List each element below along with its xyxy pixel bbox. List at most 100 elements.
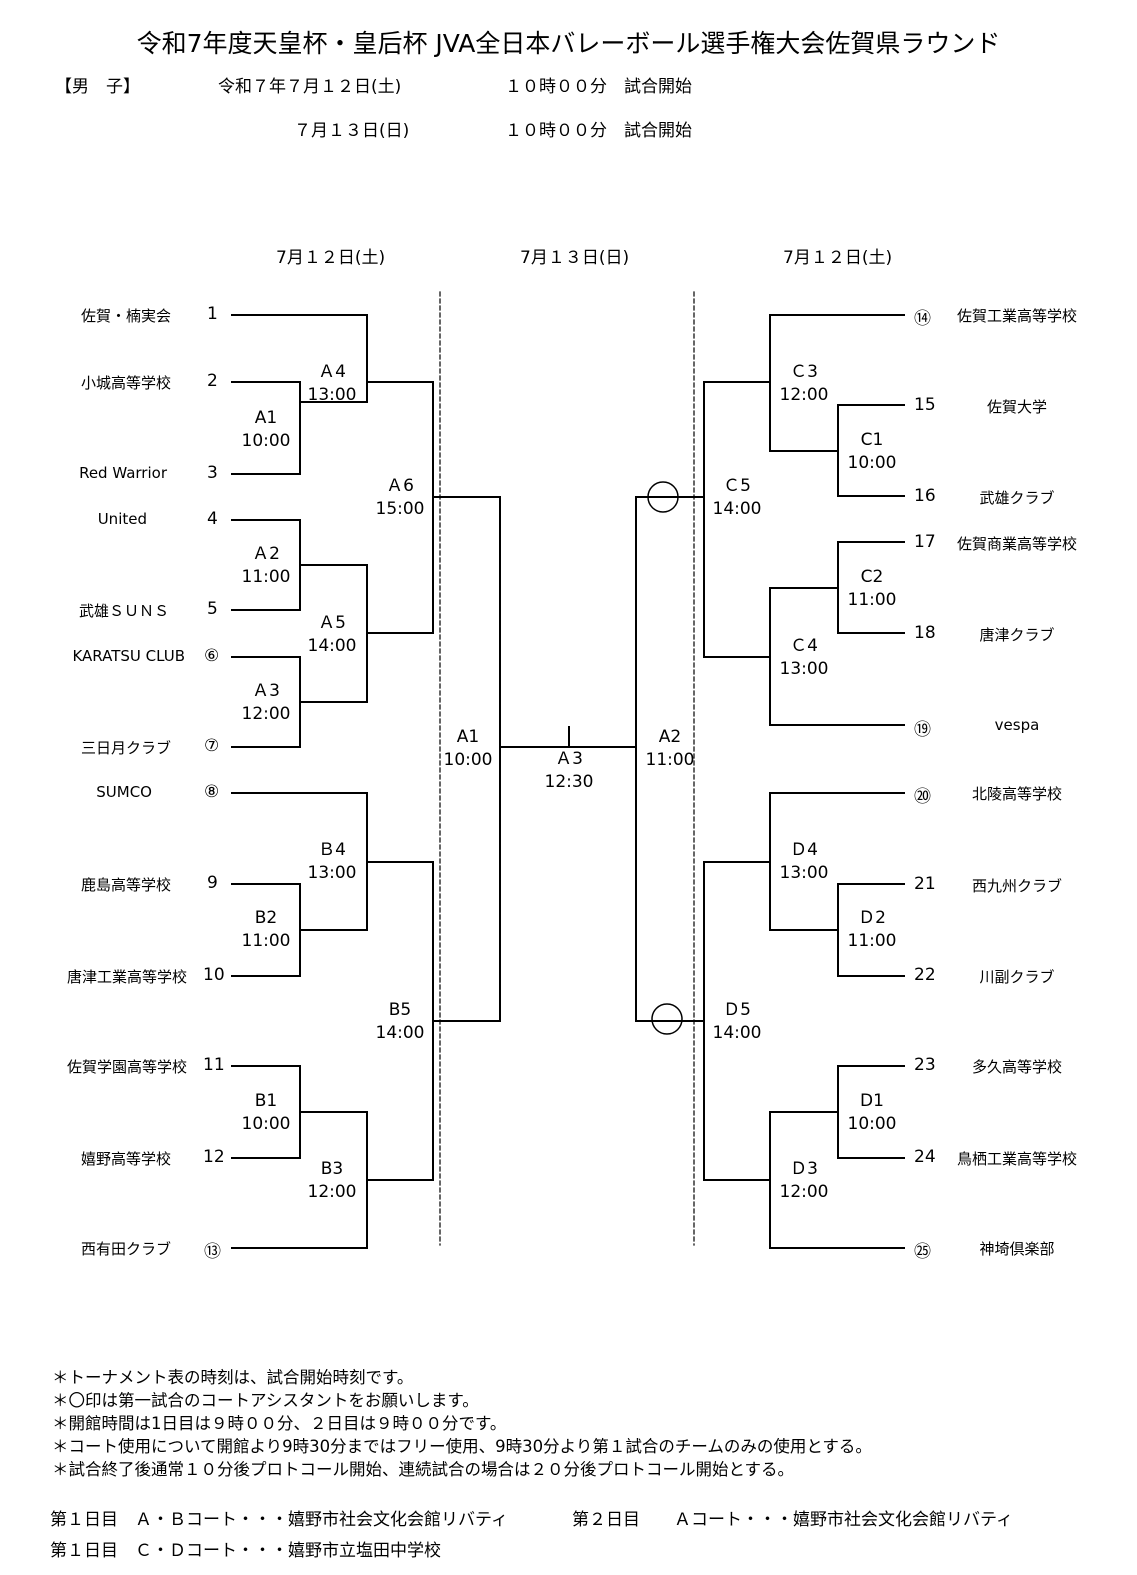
day1-date: 令和７年７月１２日(土) <box>218 77 402 97</box>
match-time: 13:00 <box>779 863 829 883</box>
team-name: 神埼倶楽部 <box>979 1240 1055 1258</box>
seed-number: 17 <box>914 532 936 552</box>
match-time: 10:00 <box>847 1114 897 1134</box>
match-label: Ａ4 <box>318 362 346 382</box>
match-c3: Ｃ3 12:00 <box>774 361 834 407</box>
team-name: 鳥栖工業高等学校 <box>956 1150 1077 1168</box>
column-date-center: 7月１３日(日) <box>520 248 630 268</box>
match-time: 13:00 <box>307 863 357 883</box>
match-label: D1 <box>860 1091 884 1111</box>
match-label: Ｄ2 <box>858 908 886 928</box>
note-3: ＊開館時間は1日目は９時００分、２日目は９時００分です。 <box>52 1414 507 1433</box>
team-name: 三日月クラブ <box>80 739 171 757</box>
team-name: 佐賀・楠実会 <box>80 307 171 325</box>
match-label: Ｃ5 <box>723 476 751 496</box>
match-time: 14:00 <box>307 636 357 656</box>
match-label: B5 <box>388 1000 412 1020</box>
match-label: Ｄ5 <box>723 1000 751 1020</box>
bracket-line-final-a2 <box>568 496 637 1022</box>
court-assistant-marker-c5 <box>647 481 679 513</box>
bracket-line-b4 <box>231 792 434 931</box>
match-time: 10:00 <box>241 431 291 451</box>
match-label: Ａ3 <box>252 681 280 701</box>
match-time: 13:00 <box>779 659 829 679</box>
match-time: 11:00 <box>241 931 291 951</box>
match-a3: Ａ3 12:00 <box>236 680 296 726</box>
team-name: 北陵高等学校 <box>971 785 1062 803</box>
day2-date: ７月１３日(日) <box>294 121 410 141</box>
match-d1: D1 10:00 <box>842 1090 902 1136</box>
team-name: 西九州クラブ <box>971 877 1062 895</box>
team-name: 西有田クラブ <box>80 1240 171 1258</box>
match-d2: Ｄ2 11:00 <box>842 907 902 953</box>
match-label: C2 <box>860 567 884 587</box>
bracket-line-d4 <box>703 792 905 931</box>
match-time: 11:00 <box>241 567 291 587</box>
team-name: 川副クラブ <box>979 968 1055 986</box>
court-assistant-marker-d5 <box>651 1003 683 1035</box>
match-time: 12:30 <box>544 772 594 792</box>
match-label: C1 <box>860 430 884 450</box>
team-name: 武雄ＳＵＮＳ <box>78 602 169 620</box>
seed-number: 10 <box>203 965 225 985</box>
seed-number: 18 <box>914 623 936 643</box>
seed-number: ㉕ <box>914 1242 931 1262</box>
seed-number: ⑥ <box>204 646 220 666</box>
column-date-left: 7月１２日(土) <box>276 248 386 268</box>
team-name: 唐津工業高等学校 <box>66 968 187 986</box>
match-time: 12:00 <box>241 704 291 724</box>
seed-number: ⑦ <box>204 736 220 756</box>
team-name: United <box>97 510 147 528</box>
team-name: 佐賀工業高等学校 <box>956 307 1077 325</box>
match-label: Ａ6 <box>386 476 414 496</box>
venue-day2-a: 第２日目 Ａコート・・・嬉野市社会文化会館リバティ <box>572 1510 1013 1530</box>
bracket-line-d3 <box>703 1111 905 1249</box>
note-4: ＊コート使用について開館より9時30分まではフリー使用、9時30分より第１試合の… <box>52 1437 872 1456</box>
seed-number: 24 <box>914 1147 936 1167</box>
seed-number: 23 <box>914 1055 936 1075</box>
match-label: Ｄ3 <box>790 1159 818 1179</box>
team-name: 佐賀学園高等学校 <box>66 1058 187 1076</box>
match-time: 12:00 <box>779 385 829 405</box>
match-time: 14:00 <box>712 499 762 519</box>
seed-number: 11 <box>203 1055 225 1075</box>
note-1: ＊トーナメント表の時刻は、試合開始時刻です。 <box>52 1368 414 1387</box>
team-name: 佐賀大学 <box>986 398 1047 416</box>
match-label: A1 <box>254 408 278 428</box>
team-name: 多久高等学校 <box>971 1058 1062 1076</box>
seed-number: 2 <box>207 371 218 391</box>
match-label: Ｃ3 <box>790 362 818 382</box>
team-name: SUMCO <box>96 783 152 801</box>
seed-number: ⑧ <box>204 782 220 802</box>
team-name: Red Warrior <box>79 464 167 482</box>
match-time: 11:00 <box>847 931 897 951</box>
day1-start-time: １０時００分 試合開始 <box>505 77 692 97</box>
venue-day1-cd: 第１日目 Ｃ・Ｄコート・・・嬉野市立塩田中学校 <box>50 1541 441 1561</box>
category-label: 【男 子】 <box>55 77 140 97</box>
seed-number: 15 <box>914 395 936 415</box>
page-title: 令和7年度天皇杯・皇后杯 JVA全日本バレーボール選手権大会佐賀県ラウンド <box>136 29 1001 58</box>
bracket-line-c4 <box>703 587 905 726</box>
column-date-right: 7月１２日(土) <box>783 248 893 268</box>
match-time: 12:00 <box>779 1182 829 1202</box>
match-time: 12:00 <box>307 1182 357 1202</box>
seed-number: ⑲ <box>914 720 931 740</box>
bracket-line-a1 <box>231 381 301 475</box>
seed-number: 16 <box>914 486 936 506</box>
bracket-line-b5 <box>432 861 501 1181</box>
bracket-line-c3 <box>703 314 905 452</box>
seed-number: 1 <box>207 304 218 324</box>
